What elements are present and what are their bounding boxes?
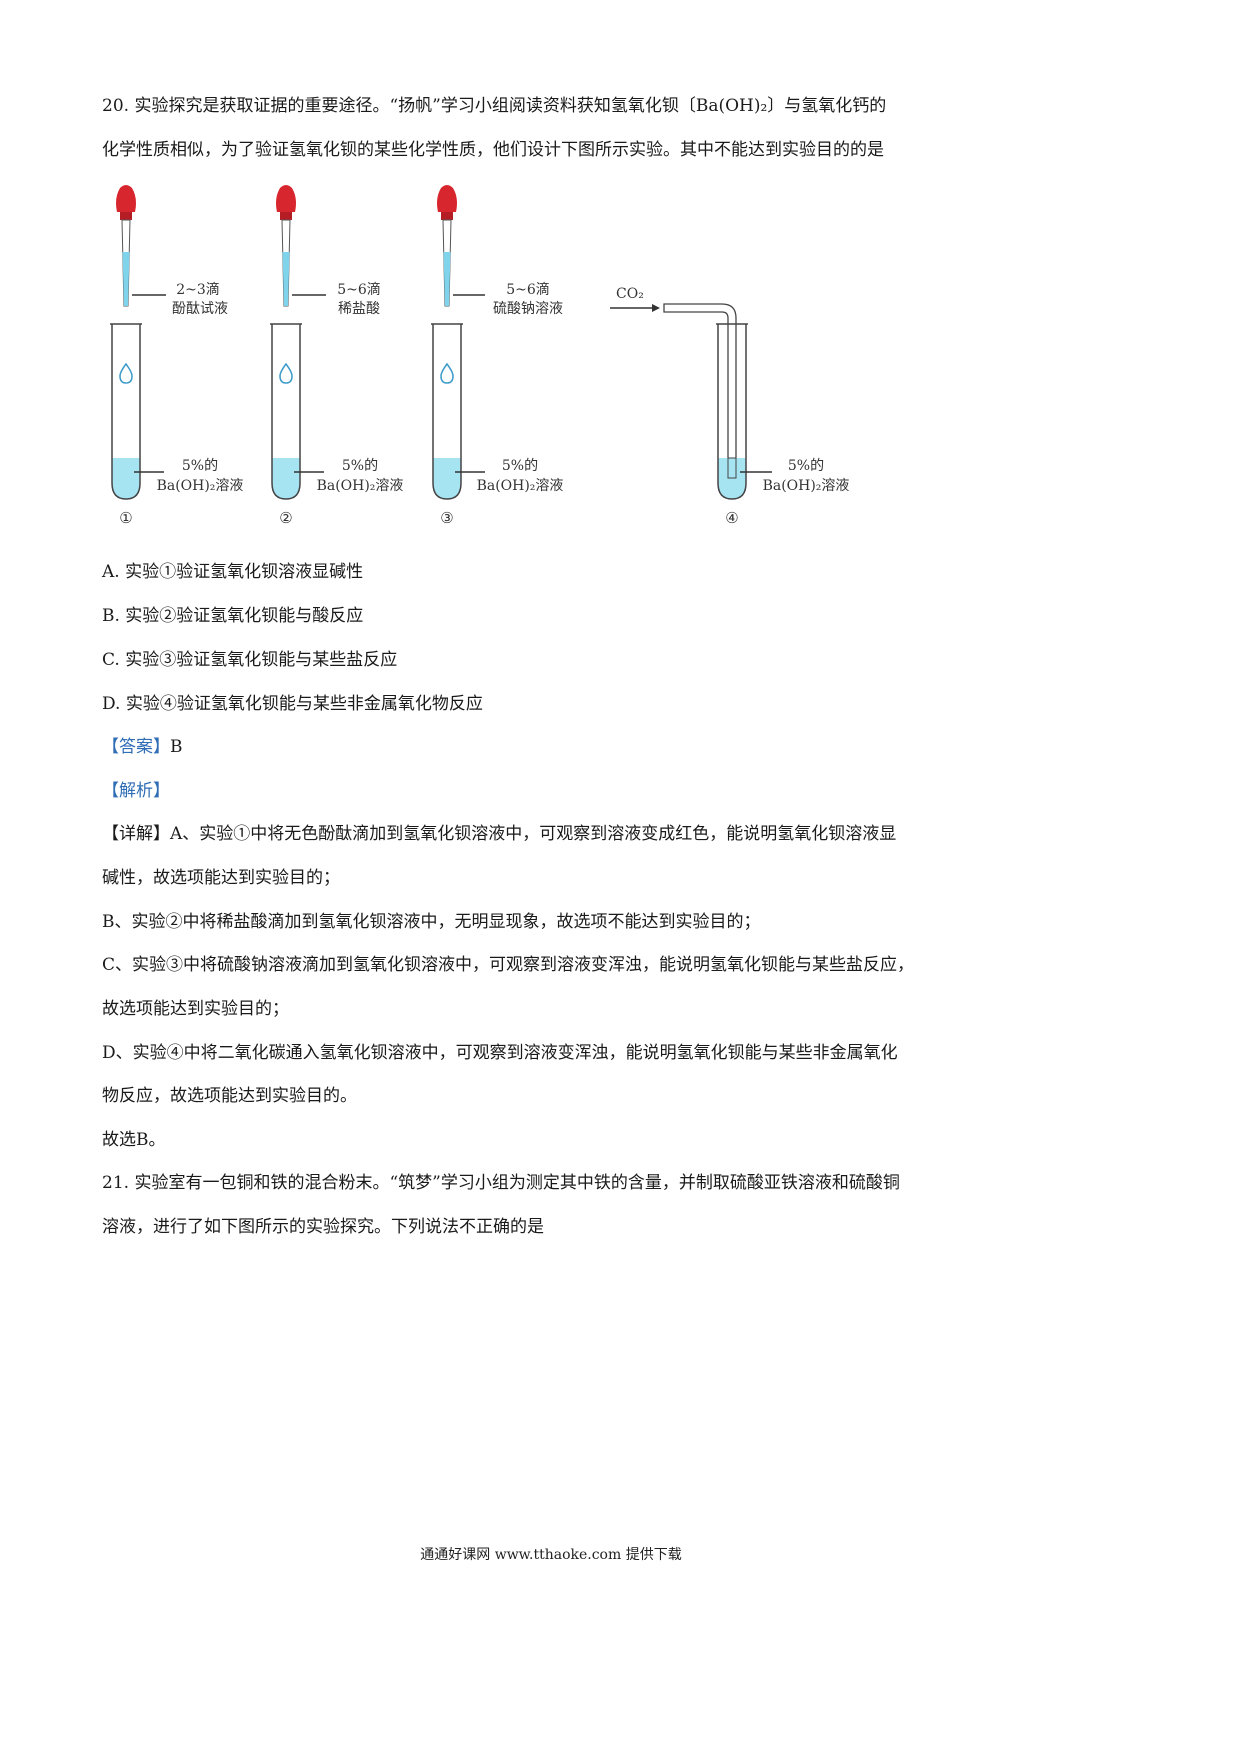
q20-line2: 化学性质相似，为了验证氢氧化钡的某些化学性质，他们设计下图所示实验。其中不能达到… bbox=[102, 140, 884, 160]
page-footer: 通通好课网 www.tthaoke.com 提供下载 bbox=[420, 1547, 682, 1563]
gas-tube bbox=[663, 303, 737, 479]
analysis-label: 【解析】 bbox=[102, 781, 170, 801]
exp1-drops: 2~3滴 bbox=[176, 281, 220, 298]
conclusion: 故选B。 bbox=[102, 1130, 166, 1150]
detail-line-7: 物反应，故选项能达到实验目的。 bbox=[102, 1086, 357, 1106]
exp3-reagent: 硫酸钠溶液 bbox=[493, 301, 563, 317]
exp1-solution: Ba(OH)₂溶液 bbox=[157, 478, 244, 494]
exp1-number: ① bbox=[119, 509, 132, 527]
droplet-icon bbox=[279, 362, 293, 384]
answer-label: 【答案】 bbox=[102, 737, 170, 757]
exp4-number: ④ bbox=[725, 509, 738, 527]
test-tube-1 bbox=[110, 323, 164, 500]
exp2-number: ② bbox=[279, 509, 292, 527]
test-tube-3 bbox=[431, 323, 485, 500]
detail-label: 【详解】 bbox=[102, 824, 170, 844]
option-b: B. 实验②验证氢氧化钡能与酸反应 bbox=[102, 606, 364, 626]
droplet-icon bbox=[440, 362, 454, 384]
detail-line-5: 故选项能达到实验目的； bbox=[102, 999, 289, 1019]
answer-value: B bbox=[170, 737, 183, 757]
exp4-solution-pct: 5%的 bbox=[788, 458, 824, 474]
option-a: A. 实验①验证氢氧化钡溶液显碱性 bbox=[102, 562, 364, 582]
experiment-figure: 2~3滴 酚酞试液 5%的 Ba(OH)₂溶液 ① 5~6滴 稀盐酸 bbox=[110, 185, 849, 527]
option-d: D. 实验④验证氢氧化钡能与某些非金属氧化物反应 bbox=[102, 694, 483, 714]
detail-line-2: 碱性，故选项能达到实验目的； bbox=[102, 868, 340, 888]
exp3-number: ③ bbox=[440, 509, 453, 527]
detail-line-1: 【详解】A、实验①中将无色酚酞滴加到氢氧化钡溶液中，可观察到溶液变成红色，能说明… bbox=[102, 824, 897, 844]
experiment-2: 5~6滴 稀盐酸 5%的 Ba(OH)₂溶液 ② bbox=[270, 185, 403, 527]
exp3-drops: 5~6滴 bbox=[506, 281, 550, 298]
dropper-3 bbox=[437, 185, 485, 307]
droplet-icon bbox=[119, 362, 133, 384]
exp2-reagent: 稀盐酸 bbox=[338, 301, 380, 317]
q21-line1: 21. 实验室有一包铜和铁的混合粉末。“筑梦”学习小组为测定其中铁的含量，并制取… bbox=[102, 1173, 900, 1193]
exp2-drops: 5~6滴 bbox=[337, 281, 381, 298]
q21-line2: 溶液，进行了如下图所示的实验探究。下列说法不正确的是 bbox=[102, 1217, 544, 1237]
arrowhead-icon bbox=[652, 304, 660, 312]
answer-line: 【答案】B bbox=[102, 735, 183, 759]
detail-line-6: D、实验④中将二氧化碳通入氢氧化钡溶液中，可观察到溶液变浑浊，能说明氢氧化钡能与… bbox=[102, 1043, 898, 1063]
exp4-gas: CO₂ bbox=[616, 286, 644, 302]
exp3-solution: Ba(OH)₂溶液 bbox=[477, 478, 564, 494]
exp4-solution: Ba(OH)₂溶液 bbox=[763, 478, 850, 494]
dropper-1 bbox=[116, 185, 166, 307]
test-tube-4 bbox=[716, 323, 772, 500]
experiment-3: 5~6滴 硫酸钠溶液 5%的 Ba(OH)₂溶液 ③ bbox=[431, 185, 563, 527]
experiment-4: CO₂ 5%的 Ba(OH)₂溶液 ④ bbox=[610, 286, 849, 527]
exp3-solution-pct: 5%的 bbox=[502, 458, 538, 474]
test-tube-2 bbox=[270, 323, 324, 500]
exp1-solution-pct: 5%的 bbox=[182, 458, 218, 474]
detail-line-3: B、实验②中将稀盐酸滴加到氢氧化钡溶液中，无明显现象，故选项不能达到实验目的； bbox=[102, 912, 761, 932]
exp2-solution-pct: 5%的 bbox=[342, 458, 378, 474]
option-c: C. 实验③验证氢氧化钡能与某些盐反应 bbox=[102, 650, 398, 670]
q20-line1: 20. 实验探究是获取证据的重要途径。“扬帆”学习小组阅读资料获知氢氧化钡〔Ba… bbox=[102, 96, 887, 116]
exp2-solution: Ba(OH)₂溶液 bbox=[317, 478, 404, 494]
detail-line-4: C、实验③中将硫酸钠溶液滴加到氢氧化钡溶液中，可观察到溶液变浑浊，能说明氢氧化钡… bbox=[102, 955, 915, 975]
dropper-2 bbox=[276, 185, 326, 307]
experiment-1: 2~3滴 酚酞试液 5%的 Ba(OH)₂溶液 ① bbox=[110, 185, 243, 527]
exp1-reagent: 酚酞试液 bbox=[172, 301, 228, 317]
